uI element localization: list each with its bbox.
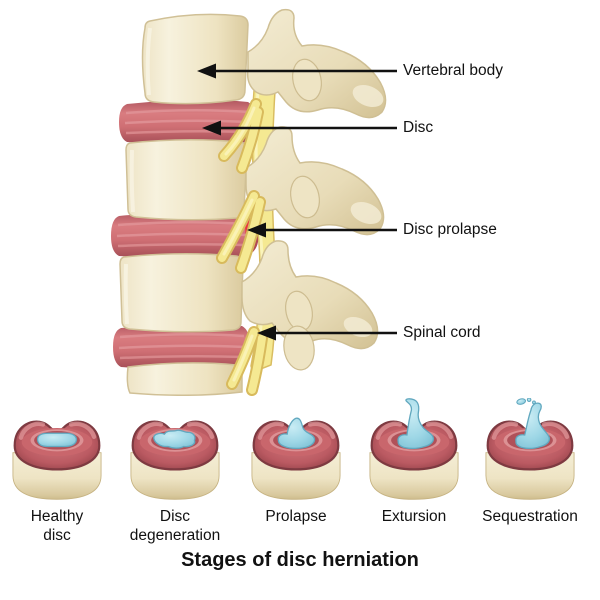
nucleus-sequestrated [515,402,551,450]
arrow-spinal-cord [257,325,397,341]
spine-illustration [111,8,397,396]
nucleus-prolapsed [277,417,316,450]
stage-label-healthy-disc: Healthy disc [30,508,84,544]
stage-figure-prolapse [243,398,349,502]
spine-disc-3 [113,323,250,370]
arrow-disc-prolapse [247,222,397,238]
stage-figure-disc-degeneration [122,398,228,502]
stage-figure-extursion [361,398,467,502]
vertebral-body-4-partial [126,362,243,396]
nucleus-extruded [397,398,435,450]
stage-label-sequestration: Sequestration [482,508,578,525]
nerve-roots [216,98,268,396]
label-spinal-cord: Spinal cord [403,324,481,341]
nucleus-degenerated [153,429,196,449]
stage-label-extursion: Extursion [381,508,447,525]
posterior-process-3 [241,240,379,350]
arrow-vertebral-body [197,63,397,79]
arrow-disc [202,120,397,136]
vertebral-body-3 [119,252,244,333]
label-disc: Disc [403,119,434,136]
vertebral-body-1 [141,13,249,105]
posterior-process-1 [246,8,387,119]
nucleus-healthy [36,432,78,448]
diagram-title: Stages of disc herniation [181,549,419,571]
free-fragments [516,398,536,405]
stage-figure-sequestration [477,398,583,502]
stage-label-disc-degeneration: Disc degeneration [129,508,221,544]
callout-arrows [197,63,397,341]
label-vertebral-body: Vertebral body [403,62,503,79]
stage-figure-healthy-disc [4,398,110,502]
label-disc-prolapse: Disc prolapse [403,221,497,238]
stage-label-prolapse: Prolapse [265,508,327,525]
